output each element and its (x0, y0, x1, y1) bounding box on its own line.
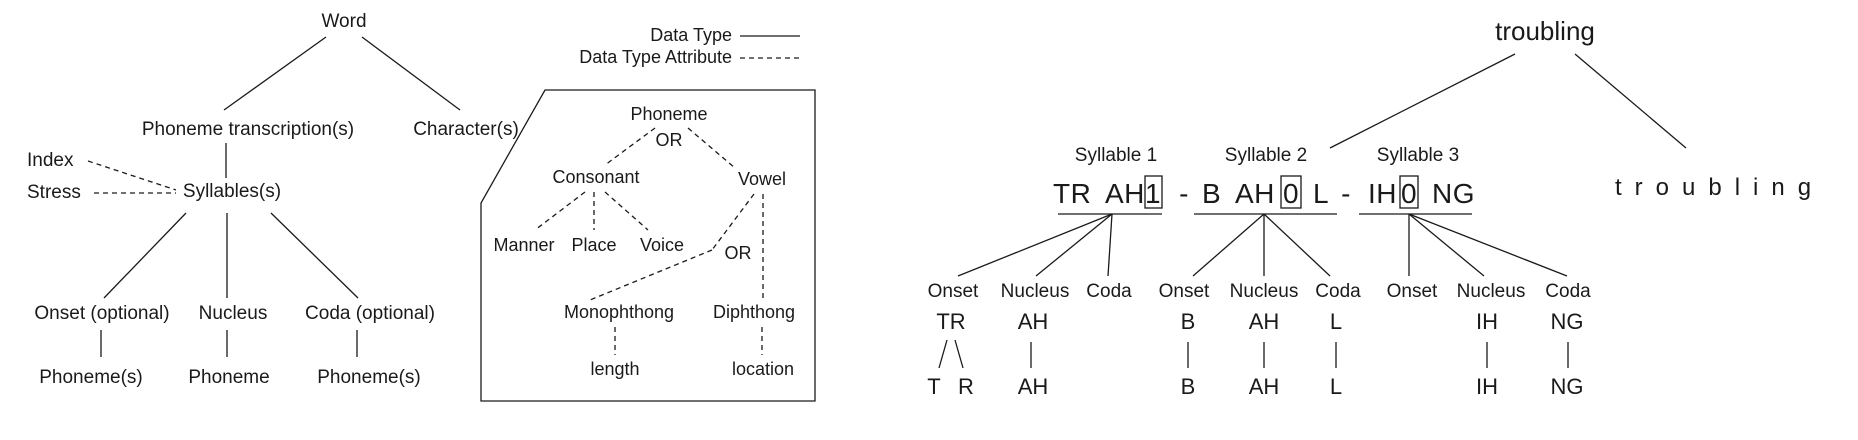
phoneme-attribute-box: Phoneme OR Consonant Vowel Manner Place … (480, 89, 816, 402)
edge-word-to-characters (1574, 53, 1687, 149)
edge-vowel-monophthong (589, 249, 713, 301)
s1-stress-marker: 1 (1145, 178, 1161, 209)
edge-word-to-transcription (1329, 53, 1516, 149)
s1-edge-onset (957, 213, 1113, 277)
s2-nucleus-label: Nucleus (1230, 281, 1299, 302)
index-attribute: Index (27, 150, 74, 171)
syllable-1-label: Syllable 1 (1075, 145, 1157, 166)
legend: Data Type Data Type Attribute (579, 25, 800, 67)
s3-coda-value: NG (1551, 309, 1584, 334)
s2-coda-label: Coda (1315, 281, 1361, 302)
coda-node: Coda (optional) (305, 303, 435, 324)
consonant-node: Consonant (552, 167, 639, 187)
edge-word-transcription (223, 36, 327, 111)
stress-attribute: Stress (27, 182, 81, 203)
s2-phone-l: L (1330, 374, 1342, 399)
phoneme-node: Phoneme (630, 104, 707, 124)
word-structure-tree: Word Phoneme transcription(s) Character(… (27, 11, 519, 388)
diphthong-node: Diphthong (713, 302, 795, 322)
phoneme-transcription: TR AH 1 - B AH 0 L - IH 0 NG (1053, 175, 1475, 209)
s3-edge-coda (1408, 213, 1568, 277)
syllables-node: Syllables(s) (183, 181, 281, 202)
legend-data-type-attribute-label: Data Type Attribute (579, 47, 732, 67)
onset-phonemes-node: Phoneme(s) (39, 367, 143, 388)
s2-phone-ah: AH (1249, 374, 1280, 399)
s2-nucleus-value: AH (1249, 309, 1280, 334)
s2-phone-b: B (1181, 374, 1196, 399)
characters-node: Character(s) (413, 119, 519, 140)
s3-onset-label: Onset (1387, 281, 1438, 302)
syllable-separator-2: - (1341, 178, 1351, 209)
s3-nucleus-value: IH (1476, 309, 1498, 334)
s1-stress-box (1144, 175, 1163, 209)
word-node: Word (321, 11, 366, 32)
s1-phone-t: T (927, 374, 940, 399)
troubling-example: troubling troubling Syllable 1 Syllable … (927, 16, 1824, 399)
example-word: troubling (1495, 16, 1595, 46)
s1-onset-edge-r (954, 339, 964, 369)
s2-stress-box (1280, 175, 1302, 209)
s3-stress-marker: 0 (1401, 178, 1417, 209)
s3-stress-box (1399, 175, 1419, 209)
s1-edge-nucleus (1035, 213, 1113, 277)
edge-syllables-onset (103, 212, 187, 299)
place-attribute: Place (571, 235, 616, 255)
s1-onset-text: TR (1053, 178, 1091, 209)
phoneme-or-label: OR (656, 130, 683, 150)
monophthong-node: Monophthong (564, 302, 674, 322)
phoneme-box-border (480, 89, 816, 402)
edge-vowel-or-bend (711, 193, 755, 251)
vowel-or-label: OR (725, 243, 752, 263)
edge-consonant-manner (534, 191, 586, 231)
s1-nucleus-value: AH (1018, 309, 1049, 334)
s3-coda-label: Coda (1545, 281, 1591, 302)
edge-word-characters (361, 36, 461, 111)
edge-consonant-voice (604, 191, 649, 231)
coda-phonemes-node: Phoneme(s) (317, 367, 421, 388)
s1-nucleus-label: Nucleus (1001, 281, 1070, 302)
legend-data-type-label: Data Type (650, 25, 732, 45)
phoneme-transcriptions-node: Phoneme transcription(s) (142, 119, 354, 140)
s1-vowel-text: AH (1105, 178, 1145, 209)
s1-edge-coda (1107, 213, 1113, 277)
s2-onset-label: Onset (1159, 281, 1210, 302)
s2-stress-marker: 0 (1283, 178, 1299, 209)
s3-phone-ih: IH (1476, 374, 1498, 399)
s2-vowel-text: AH (1235, 178, 1275, 209)
s1-coda-label: Coda (1086, 281, 1132, 302)
syllable-3-label: Syllable 3 (1377, 145, 1459, 166)
syllable-separator-1: - (1179, 178, 1189, 209)
s3-vowel-text: IH (1368, 178, 1397, 209)
example-characters: troubling (1615, 174, 1824, 201)
s1-phone-ah: AH (1018, 374, 1049, 399)
edge-syllables-coda (270, 212, 359, 299)
s3-phone-ng: NG (1551, 374, 1584, 399)
s3-edge-nucleus (1408, 213, 1485, 277)
s1-onset-value: TR (936, 309, 965, 334)
nucleus-phoneme-node: Phoneme (188, 367, 269, 388)
location-attribute: location (732, 359, 794, 379)
s1-onset-label: Onset (928, 281, 979, 302)
s1-onset-edge-t (938, 339, 948, 369)
nucleus-node: Nucleus (199, 303, 268, 324)
s1-phone-r: R (958, 374, 974, 399)
syllable-2-label: Syllable 2 (1225, 145, 1307, 166)
s2-onset-value: B (1181, 309, 1196, 334)
edge-phoneme-vowel (687, 127, 736, 169)
s2-onset-text: B (1202, 178, 1221, 209)
voice-attribute: Voice (640, 235, 684, 255)
s2-coda-value: L (1330, 309, 1342, 334)
s3-nucleus-label: Nucleus (1457, 281, 1526, 302)
manner-attribute: Manner (493, 235, 554, 255)
s2-coda-text: L (1313, 178, 1329, 209)
length-attribute: length (590, 359, 639, 379)
edge-phoneme-consonant (604, 127, 656, 166)
onset-node: Onset (optional) (34, 303, 169, 324)
s2-edge-coda (1263, 213, 1331, 277)
s2-edge-onset (1192, 213, 1265, 277)
vowel-node: Vowel (738, 169, 786, 189)
s3-coda-text: NG (1432, 178, 1475, 209)
edge-index-syllables (87, 160, 177, 191)
